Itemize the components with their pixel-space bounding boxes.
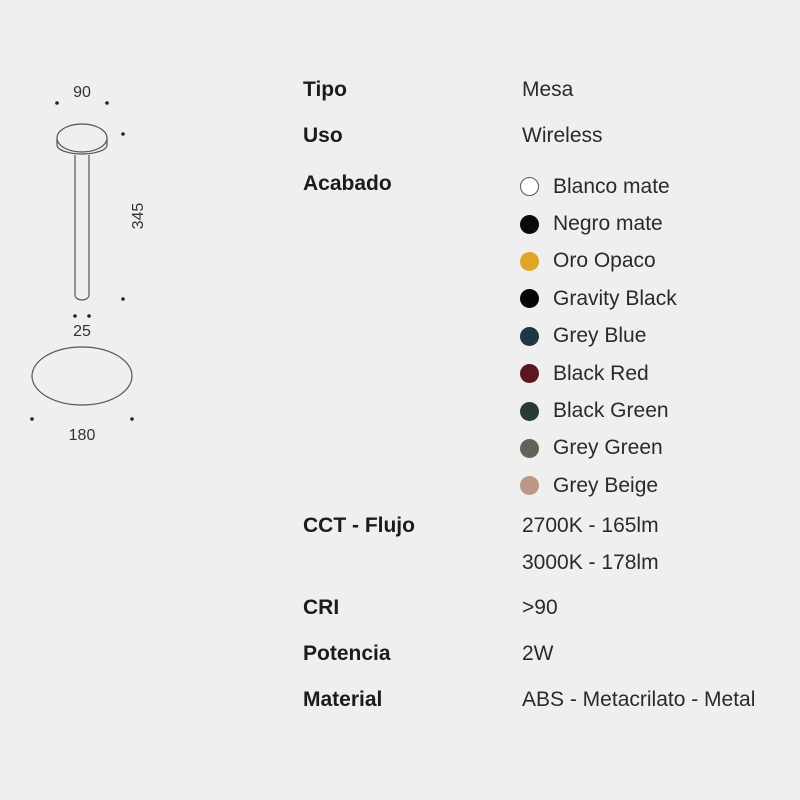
finish-swatch bbox=[520, 476, 539, 496]
spec-label-acabado: Acabado bbox=[303, 172, 392, 195]
spec-label-tipo: Tipo bbox=[303, 78, 347, 101]
finish-name: Black Red bbox=[553, 361, 649, 385]
finish-swatch bbox=[520, 401, 539, 421]
dim-top-width: 90 bbox=[73, 84, 91, 101]
finish-swatch bbox=[520, 177, 539, 197]
finish-name: Negro mate bbox=[553, 212, 663, 236]
finish-item: Grey Blue bbox=[520, 318, 677, 355]
lamp-head bbox=[56, 123, 108, 155]
finish-item: Negro mate bbox=[520, 205, 677, 242]
finish-name: Grey Blue bbox=[553, 324, 647, 348]
dim-stem: 25 bbox=[73, 323, 91, 340]
spec-label-cct: CCT - Flujo bbox=[303, 514, 415, 537]
finish-swatch bbox=[520, 214, 539, 234]
spec-label-potencia: Potencia bbox=[303, 642, 391, 665]
dim-marker bbox=[87, 314, 91, 318]
finish-item: Black Green bbox=[520, 392, 677, 429]
finish-swatch bbox=[520, 326, 539, 346]
lamp-technical-drawing: 90 345 25 180 bbox=[30, 84, 147, 444]
lamp-base bbox=[31, 346, 133, 406]
spec-value-material: ABS - Metacrilato - Metal bbox=[522, 688, 756, 711]
dim-marker bbox=[130, 417, 134, 421]
spec-value-cct-2: 3000K - 178lm bbox=[522, 551, 659, 574]
dim-marker bbox=[105, 101, 109, 105]
dim-height: 345 bbox=[130, 203, 147, 230]
finish-name: Blanco mate bbox=[553, 174, 670, 198]
finish-name: Oro Opaco bbox=[553, 249, 656, 273]
finish-item: Grey Beige bbox=[520, 467, 677, 504]
spec-value-cct-1: 2700K - 165lm bbox=[522, 514, 659, 537]
lamp-stem bbox=[74, 155, 90, 301]
finish-name: Gravity Black bbox=[553, 286, 677, 310]
spec-value-potencia: 2W bbox=[522, 642, 554, 665]
spec-value-cri: >90 bbox=[522, 596, 558, 619]
finish-swatch bbox=[520, 364, 539, 384]
dim-base: 180 bbox=[69, 427, 96, 444]
dim-marker bbox=[30, 417, 34, 421]
dim-marker bbox=[73, 314, 77, 318]
finish-name: Grey Green bbox=[553, 436, 663, 460]
spec-value-uso: Wireless bbox=[522, 124, 603, 147]
finish-item: Blanco mate bbox=[520, 168, 677, 205]
finish-swatch bbox=[520, 289, 539, 309]
spec-label-cri: CRI bbox=[303, 596, 340, 619]
finish-item: Grey Green bbox=[520, 430, 677, 467]
finish-list: Blanco mate Negro mate Oro Opaco Gravity… bbox=[520, 168, 677, 505]
finish-swatch bbox=[520, 251, 539, 271]
finish-swatch bbox=[520, 438, 539, 458]
dim-marker bbox=[121, 297, 125, 301]
finish-item: Black Red bbox=[520, 355, 677, 392]
spec-value-tipo: Mesa bbox=[522, 78, 574, 101]
dim-marker bbox=[55, 101, 59, 105]
finish-name: Black Green bbox=[553, 399, 669, 423]
spec-label-uso: Uso bbox=[303, 124, 343, 147]
spec-label-material: Material bbox=[303, 688, 383, 711]
dim-marker bbox=[121, 132, 125, 136]
finish-name: Grey Beige bbox=[553, 473, 659, 497]
finish-item: Gravity Black bbox=[520, 280, 677, 317]
finish-item: Oro Opaco bbox=[520, 243, 677, 280]
